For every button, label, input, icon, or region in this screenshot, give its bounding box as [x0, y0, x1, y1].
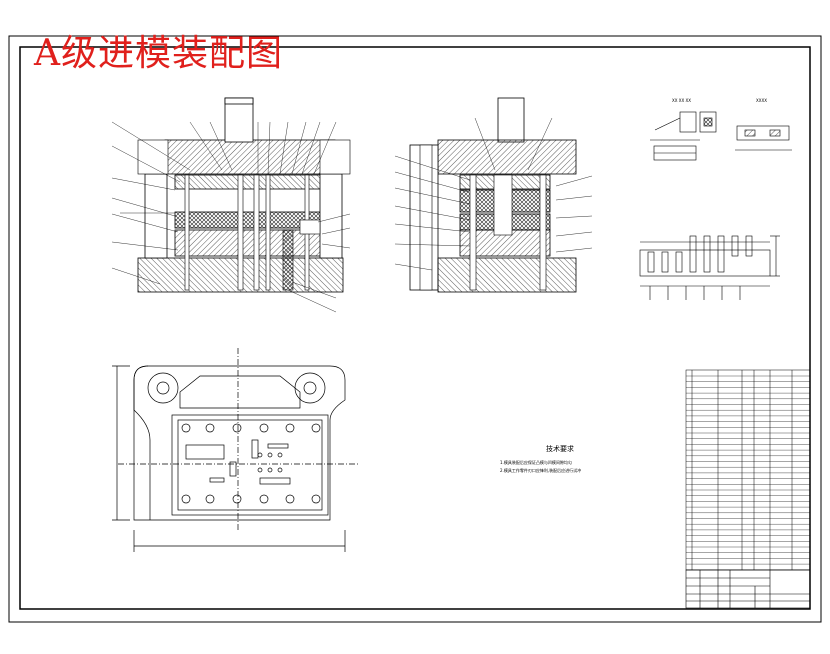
- technical-requirement-line: 1.模具装配后应保证凸模与凹模间隙均匀: [500, 460, 572, 465]
- inner-frame: [19, 46, 811, 610]
- part-sketch-left: XX XX XX: [650, 98, 717, 161]
- title-block: [685, 569, 811, 609]
- parts-list-rows: [686, 375, 810, 570]
- technical-requirement-line: 2.模具工作零件刃口应锋利,装配后应进行试冲: [500, 468, 582, 473]
- part-sketch-right: XXXX: [735, 98, 792, 151]
- svg-text:XXXX: XXXX: [756, 98, 767, 103]
- side-section-view: [394, 97, 593, 293]
- front-section-view: [111, 97, 351, 313]
- outer-frame: [8, 35, 822, 623]
- svg-text:XX XX XX: XX XX XX: [672, 98, 691, 103]
- plan-view: [112, 348, 360, 552]
- technical-requirements-title: 技术要求: [546, 445, 574, 453]
- drawing-title: A级进模装配图: [34, 33, 283, 74]
- strip-layout: [639, 235, 780, 300]
- parts-list: [685, 369, 811, 571]
